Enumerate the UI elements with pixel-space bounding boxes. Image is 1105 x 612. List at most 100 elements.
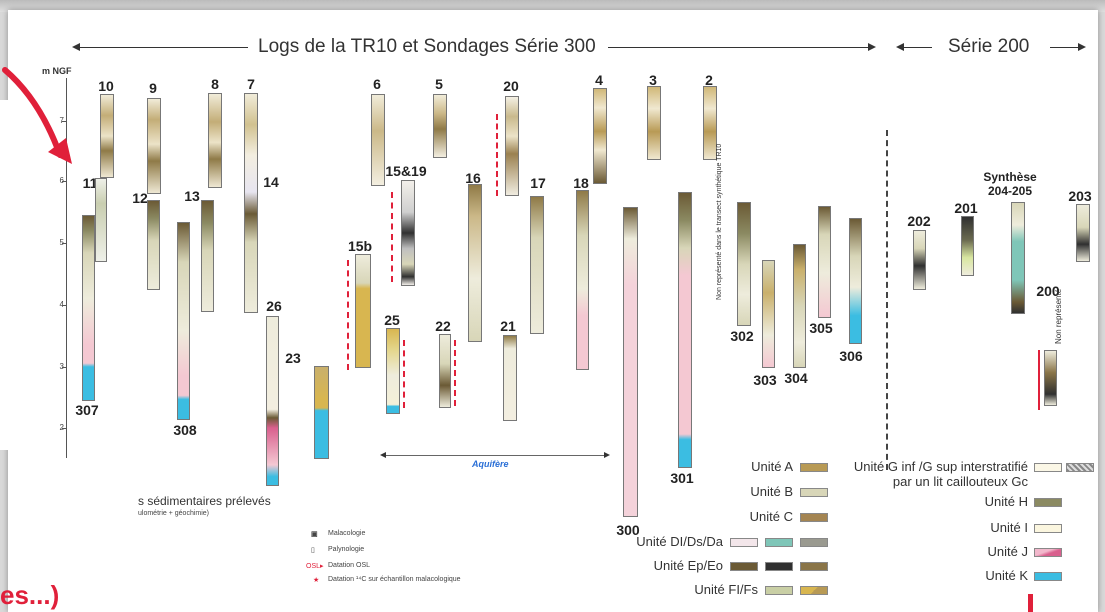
log-column-304 bbox=[793, 244, 806, 368]
log-column-12 bbox=[147, 200, 160, 290]
axis-tickmark-2 bbox=[62, 428, 67, 429]
col-label-14: 14 bbox=[263, 174, 279, 190]
aquifere-label: Aquifère bbox=[472, 459, 509, 469]
header-arrow-right-line bbox=[608, 47, 870, 48]
log-column-22 bbox=[439, 334, 451, 408]
diagram-sheet: Logs de la TR10 et Sondages Série 300 Sé… bbox=[8, 10, 1098, 612]
bottom-red-fragment: es...) bbox=[0, 580, 60, 610]
col-label-13: 13 bbox=[184, 188, 200, 204]
col-label-5: 5 bbox=[435, 76, 443, 92]
col-label-203: 203 bbox=[1068, 188, 1092, 204]
header-arrow-left-line bbox=[78, 47, 248, 48]
serie200-arrow-left-head bbox=[896, 43, 904, 51]
axis-tick-6: 6 bbox=[46, 176, 64, 185]
log-column-synthese bbox=[1011, 202, 1025, 314]
log-column-302 bbox=[737, 202, 751, 326]
log-column-305 bbox=[818, 206, 831, 318]
log-column-2 bbox=[703, 86, 717, 160]
sample-marks-15-19 bbox=[391, 192, 393, 282]
axis-title: m NGF bbox=[42, 66, 72, 76]
non-represente-note: Non représenté bbox=[1054, 288, 1063, 344]
red-pointer-arrow-left bbox=[2, 67, 72, 164]
legend-label-unite-b: Unité B bbox=[750, 484, 793, 499]
legend-swatch-unite-a bbox=[800, 463, 828, 472]
axis-line bbox=[66, 78, 67, 458]
log-column-10 bbox=[100, 94, 114, 178]
col-label-6: 6 bbox=[373, 76, 381, 92]
legend-label-unite-a: Unité A bbox=[751, 459, 793, 474]
axis-tick-5: 5 bbox=[46, 238, 64, 247]
legend-swatch-unite-k bbox=[1034, 572, 1062, 581]
log-column-6 bbox=[371, 94, 385, 186]
col-label-301: 301 bbox=[670, 470, 694, 486]
log-column-307 bbox=[82, 215, 95, 401]
symbol-osl-label: Datation OSL bbox=[328, 562, 371, 569]
log-column-17 bbox=[530, 196, 544, 334]
left-axis-strip bbox=[0, 100, 52, 450]
header-arrow-right-head bbox=[868, 43, 876, 51]
col-label-8: 8 bbox=[211, 76, 219, 92]
header-main-title: Logs de la TR10 et Sondages Série 300 bbox=[258, 36, 596, 57]
col-label-200: 200 bbox=[1036, 283, 1060, 299]
log-column-203 bbox=[1076, 204, 1090, 262]
serie200-arrow-right-head bbox=[1078, 43, 1086, 51]
col-label-23: 23 bbox=[285, 350, 301, 366]
aquifere-line bbox=[386, 455, 604, 456]
log-column-202 bbox=[913, 230, 926, 290]
col-label-300: 300 bbox=[616, 522, 640, 538]
log-column-20 bbox=[505, 96, 519, 196]
legend-swatch-unite-dl-3 bbox=[800, 538, 828, 547]
col-label-9: 9 bbox=[149, 80, 157, 96]
legend-label-unite-g: Unité G inf /G sup interstratifié bbox=[853, 459, 1028, 474]
legend-swatch-unite-dl-1 bbox=[730, 538, 758, 547]
log-column-5 bbox=[433, 94, 447, 158]
log-column-201 bbox=[961, 216, 974, 276]
legend-swatch-unite-gc bbox=[1066, 463, 1094, 472]
log-column-8 bbox=[208, 93, 222, 188]
log-column-7 bbox=[244, 93, 258, 313]
col-label-10: 10 bbox=[98, 78, 114, 94]
sample-marks-15b bbox=[347, 260, 349, 370]
legend-label-unite-ep: Unité Ep/Eo bbox=[653, 558, 723, 573]
log-column-15-19 bbox=[401, 180, 415, 286]
log-column-300 bbox=[623, 207, 638, 517]
col-label-308: 308 bbox=[173, 422, 197, 438]
log-column-23 bbox=[314, 366, 329, 459]
symbol-palynologie-label: Palynologie bbox=[328, 546, 365, 553]
col-label-22: 22 bbox=[435, 318, 451, 334]
axis-tickmark-3 bbox=[62, 367, 67, 368]
red-mark-bottom-right bbox=[1028, 594, 1033, 612]
legend-swatch-unite-fl-2 bbox=[800, 586, 828, 595]
log-column-4 bbox=[593, 88, 607, 184]
col-label-18: 18 bbox=[573, 175, 589, 191]
legend-swatch-unite-h bbox=[1034, 498, 1062, 507]
non-represente-tr10-note: Non représenté dans le transect synthéti… bbox=[716, 143, 723, 300]
legend-swatch-unite-b bbox=[800, 488, 828, 497]
col-label-20: 20 bbox=[503, 78, 519, 94]
legend-swatch-unite-j bbox=[1034, 548, 1062, 557]
header-serie200-title: Série 200 bbox=[948, 36, 1030, 57]
col-label-304: 304 bbox=[784, 370, 808, 386]
serie200-arrow-left-line bbox=[902, 47, 932, 48]
sample-marks-200 bbox=[1038, 350, 1040, 410]
log-column-13 bbox=[201, 200, 214, 312]
log-column-11 bbox=[95, 178, 107, 262]
axis-tickmark-6 bbox=[62, 181, 67, 182]
col-label-7: 7 bbox=[247, 76, 255, 92]
legend-swatch-unite-c bbox=[800, 513, 828, 522]
legend-swatch-unite-ep-1 bbox=[730, 562, 758, 571]
col-label-15-19: 15&19 bbox=[385, 163, 427, 179]
log-column-306 bbox=[849, 218, 862, 344]
samples-subtitle: ulométrie + géochimie) bbox=[138, 510, 210, 517]
log-column-21 bbox=[503, 335, 517, 421]
symbol-c14-label: Datation ¹⁴C sur échantillon malacologiq… bbox=[328, 576, 461, 583]
col-label-3: 3 bbox=[649, 72, 657, 88]
col-label-202: 202 bbox=[907, 213, 931, 229]
log-column-3 bbox=[647, 86, 661, 160]
log-column-308 bbox=[177, 222, 190, 420]
header-arrow-left-head bbox=[72, 43, 80, 51]
legend-swatch-unite-dl-2 bbox=[765, 538, 793, 547]
log-column-301 bbox=[678, 192, 692, 468]
col-label-305: 305 bbox=[809, 320, 833, 336]
col-label-306: 306 bbox=[839, 348, 863, 364]
